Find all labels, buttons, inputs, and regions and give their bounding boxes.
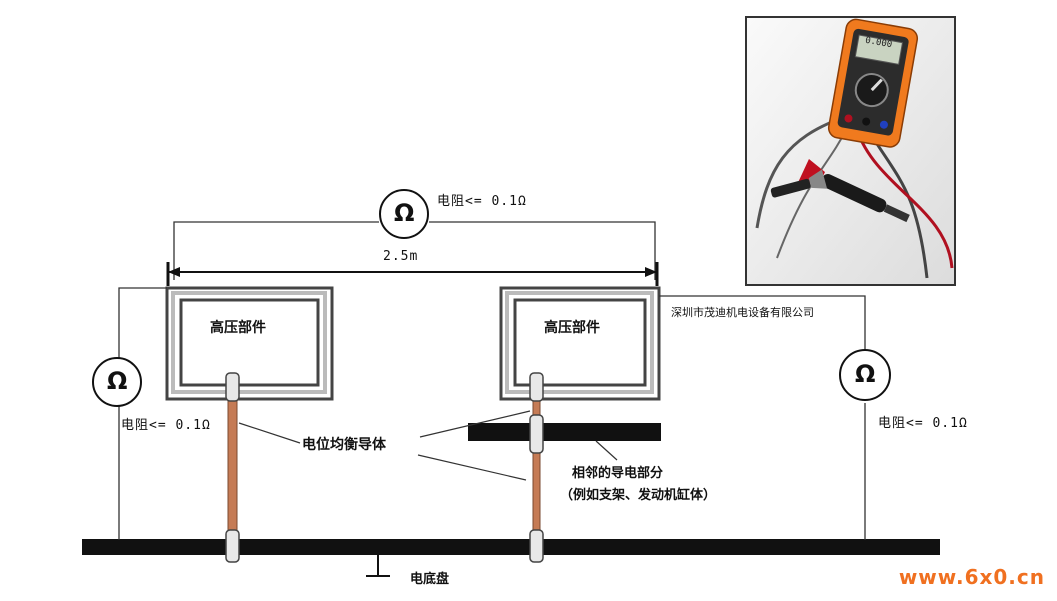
left-component-frame	[165, 286, 334, 401]
adjacent-label-line2: （例如支架、发动机缸体）	[560, 488, 717, 503]
meter-wires	[118, 221, 866, 540]
ground-symbol	[366, 555, 390, 577]
chassis-label: 电底盘	[410, 572, 450, 587]
left-resistance-label: 电阻<= 0.1Ω	[121, 418, 211, 433]
top-resistance-label: 电阻<= 0.1Ω	[437, 194, 527, 209]
right-bonding-conductor	[529, 372, 544, 563]
left-bonding-conductor	[225, 372, 240, 563]
right-ohm-symbol: Ω	[855, 360, 876, 388]
left-component-label: 高压部件	[210, 320, 266, 336]
chassis-bar	[82, 539, 940, 555]
company-name: 深圳市茂迪机电设备有限公司	[671, 306, 814, 319]
multimeter-photo: 0.000	[745, 16, 956, 286]
top-ohm-symbol: Ω	[394, 199, 415, 227]
left-ohmmeter	[92, 357, 142, 407]
watermark: www.6x0.cn	[898, 565, 1045, 589]
multimeter-illustration	[747, 18, 954, 284]
conductor-label: 电位均衡导体	[302, 437, 386, 453]
top-ohmmeter	[379, 189, 429, 239]
distance-label: 2.5m	[383, 249, 419, 264]
adjacent-label-line1: 相邻的导电部分	[572, 466, 664, 481]
left-ohm-symbol: Ω	[107, 367, 128, 395]
right-resistance-label: 电阻<= 0.1Ω	[878, 416, 968, 431]
right-ohmmeter	[839, 349, 891, 401]
distance-dimension	[166, 262, 659, 286]
adjacent-conductive-bar	[468, 423, 661, 441]
right-component-label: 高压部件	[544, 320, 600, 336]
leader-lines	[238, 410, 618, 481]
right-component-frame	[499, 286, 661, 401]
